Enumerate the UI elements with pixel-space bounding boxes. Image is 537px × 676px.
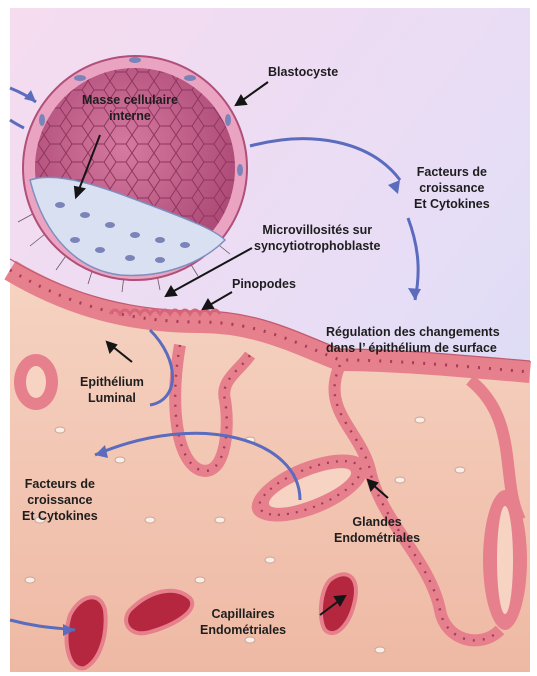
- label-regulation-line1: Régulation des changements: [326, 324, 537, 340]
- label-glandes: Glandes Endométriales: [334, 514, 420, 546]
- label-microvillosites: Microvillosités sur syncytiotrophoblaste: [254, 222, 380, 254]
- label-regulation: Régulation des changements dans l’ épith…: [326, 324, 537, 356]
- label-facteurs-left-line2: croissance: [22, 492, 98, 508]
- label-facteurs-top-line3: Et Cytokines: [414, 196, 490, 212]
- label-masse-cellulaire-line1: Masse cellulaire: [82, 92, 178, 108]
- label-glandes-line1: Glandes: [334, 514, 420, 530]
- label-glandes-line2: Endométriales: [334, 530, 420, 546]
- label-blastocyste: Blastocyste: [268, 64, 338, 80]
- label-facteurs-left-line3: Et Cytokines: [22, 508, 98, 524]
- label-epithelium-line2: Luminal: [80, 390, 144, 406]
- label-facteurs-top: Facteurs de croissance Et Cytokines: [414, 164, 490, 212]
- label-capillaires-line1: Capillaires: [200, 606, 286, 622]
- label-facteurs-top-line1: Facteurs de: [414, 164, 490, 180]
- label-epithelium: Epithélium Luminal: [80, 374, 144, 406]
- label-capillaires-line2: Endométriales: [200, 622, 286, 638]
- label-facteurs-left: Facteurs de croissance Et Cytokines: [22, 476, 98, 524]
- label-capillaires: Capillaires Endométriales: [200, 606, 286, 638]
- label-epithelium-line1: Epithélium: [80, 374, 144, 390]
- label-microvillosites-line2: syncytiotrophoblaste: [254, 238, 380, 254]
- label-masse-cellulaire-line2: interne: [82, 108, 178, 124]
- label-microvillosites-line1: Microvillosités sur: [254, 222, 380, 238]
- label-masse-cellulaire: Masse cellulaire interne: [82, 92, 178, 124]
- label-regulation-line2: dans l’ épithélium de surface: [326, 340, 537, 356]
- label-facteurs-top-line2: croissance: [414, 180, 490, 196]
- label-pinopodes: Pinopodes: [232, 276, 296, 292]
- label-facteurs-left-line1: Facteurs de: [22, 476, 98, 492]
